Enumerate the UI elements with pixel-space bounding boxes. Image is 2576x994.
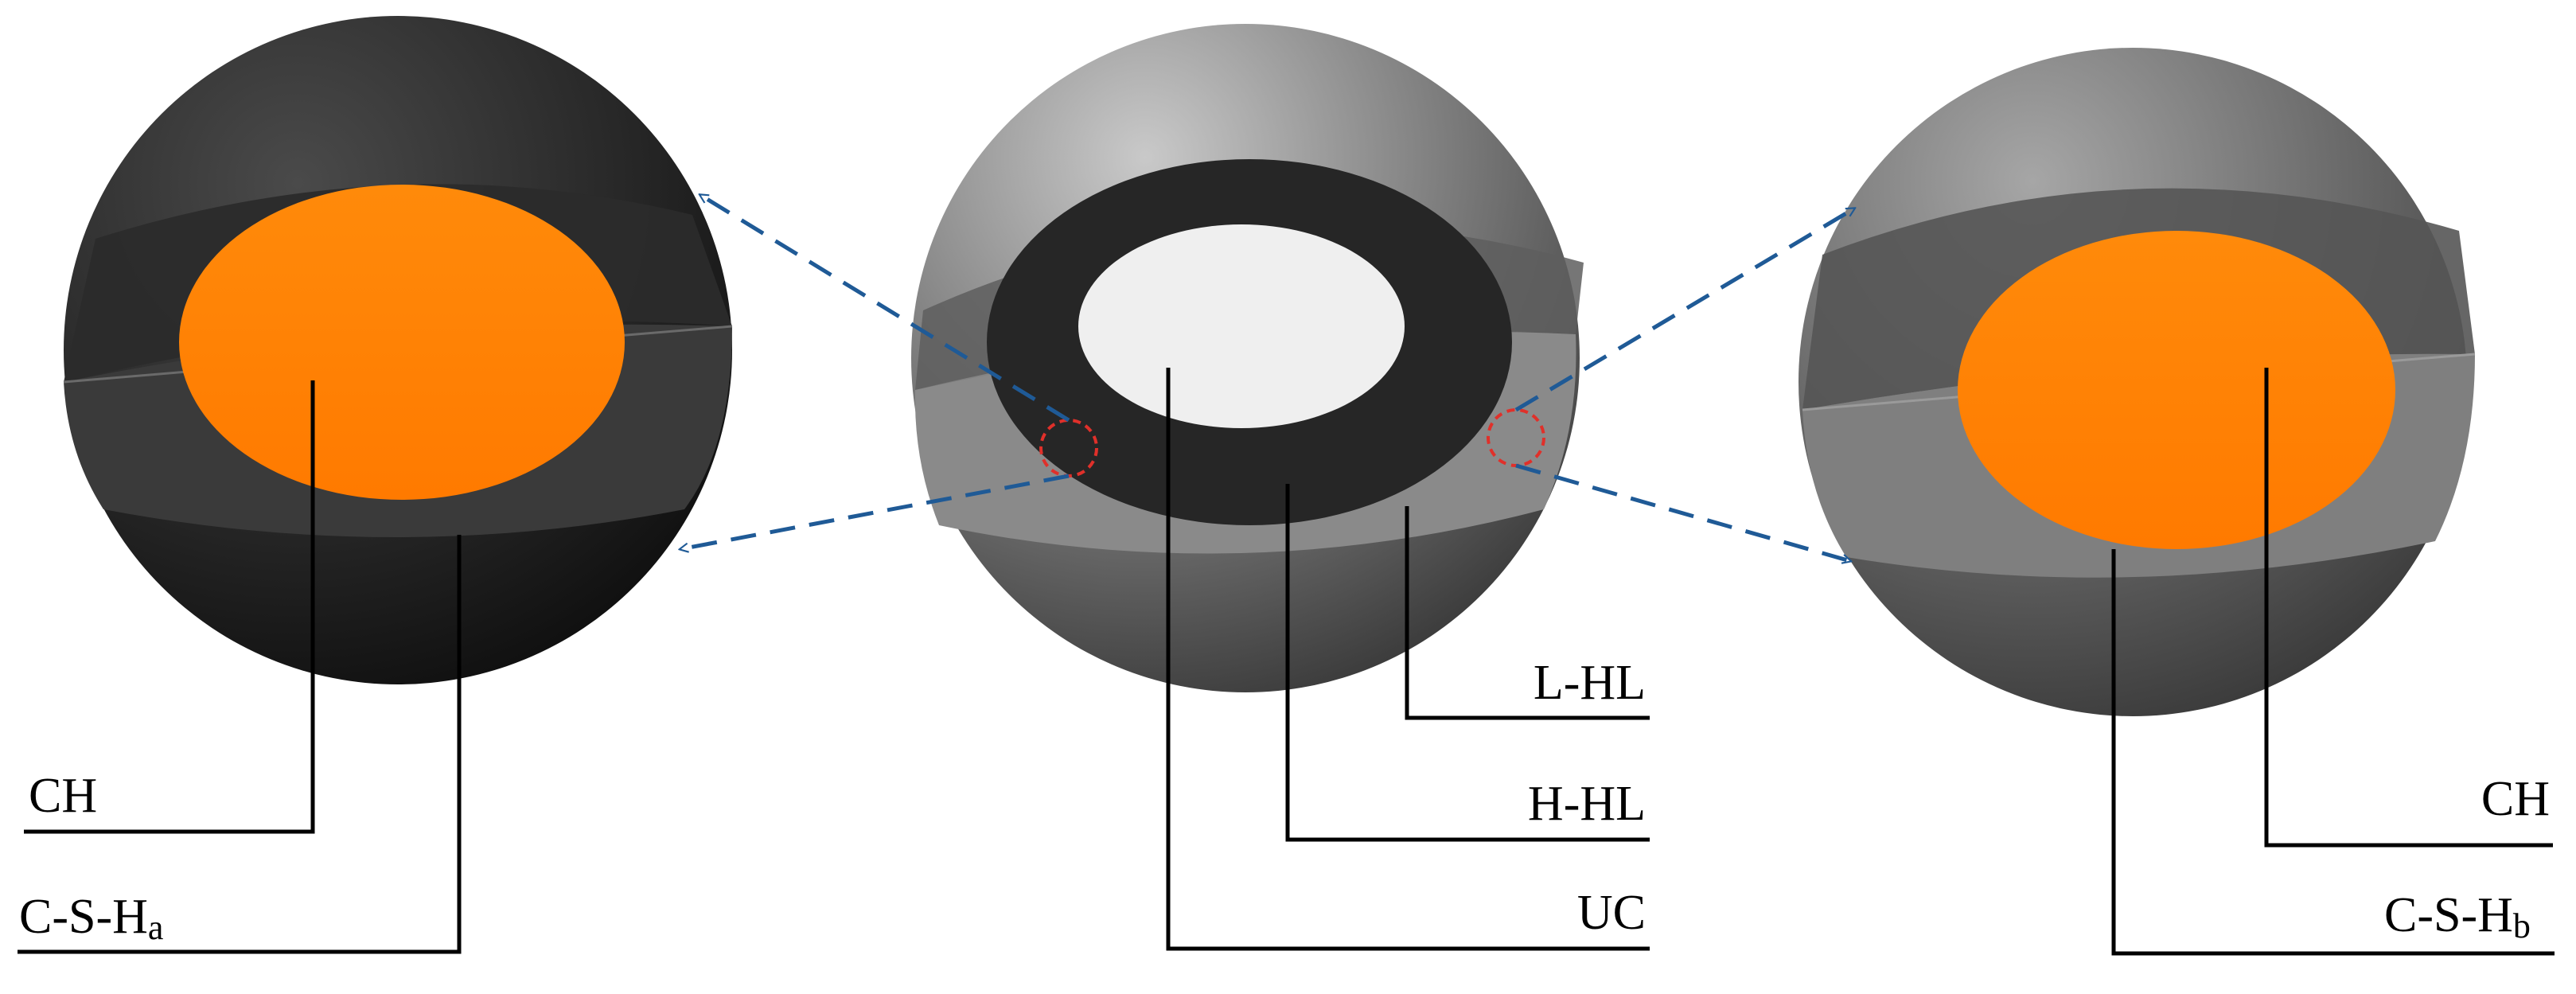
label-center-uc: UC (1577, 886, 1646, 940)
arrow-right-lower (1515, 463, 1850, 561)
label-right-csh-sub: b (2513, 906, 2531, 945)
leader-left-ch (24, 380, 315, 834)
label-left-csh-main: C-S-H (19, 890, 148, 944)
leader-lines (18, 368, 2555, 956)
center-uc-core (1078, 224, 1405, 428)
labels: CH C-S-Ha L-HL H-HL UC CH C-S-Hb (19, 656, 2550, 947)
label-left-csh: C-S-Ha (19, 890, 163, 947)
right-ch-core (1958, 231, 2395, 549)
arrow-left-upper (700, 193, 1070, 423)
leader-center-lhl (1405, 506, 1650, 720)
leader-right-ch (2264, 368, 2553, 848)
leader-center-hhl (1285, 484, 1650, 842)
label-right-ch: CH (2481, 772, 2550, 826)
right-sphere (1799, 48, 2476, 716)
label-center-hhl: H-HL (1528, 777, 1646, 831)
arrow-right-upper (1514, 206, 1854, 412)
arrow-left-lower (680, 474, 1070, 549)
label-left-ch: CH (29, 769, 97, 823)
left-sphere (63, 16, 733, 684)
center-sphere (911, 24, 1584, 692)
label-right-csh-main: C-S-H (2384, 888, 2513, 942)
label-right-csh: C-S-Hb (2384, 888, 2531, 945)
label-left-csh-sub: a (148, 908, 164, 947)
label-center-lhl: L-HL (1534, 656, 1646, 710)
leader-right-csh (2111, 549, 2555, 956)
leader-center-uc (1166, 368, 1650, 951)
zoom-indicators (680, 193, 1854, 561)
leader-left-csh (18, 535, 462, 954)
left-ch-core (179, 185, 625, 500)
